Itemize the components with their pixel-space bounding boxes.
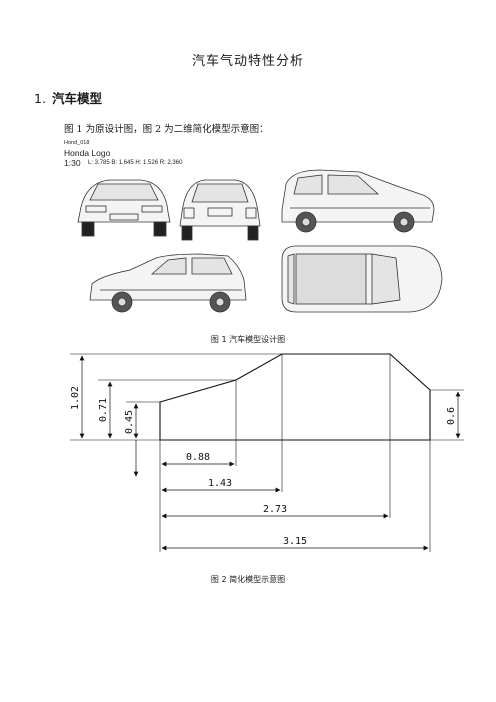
figure1-caption: 图 1 汽车模型设计图 bbox=[210, 335, 286, 344]
car-side-view-right bbox=[281, 169, 435, 233]
sheet-dimensions: L: 3.785 B: 1.645 H: 1.526 R: 2.360 bbox=[88, 160, 183, 166]
section-title: 汽车模型 bbox=[51, 91, 102, 106]
figure2-caption: 图 2 简化模型示意图 bbox=[210, 575, 286, 584]
height-label-2: 0.71 bbox=[98, 398, 109, 422]
section-number: 1. bbox=[34, 91, 46, 106]
simplified-model-diagram: 1.02 0.71 0.45 0.6 0.88 1.43 2.73 3.15 bbox=[70, 353, 464, 552]
height-label-4: 0.6 bbox=[446, 407, 457, 425]
length-label-1: 0.88 bbox=[186, 452, 210, 463]
section-heading: 1. 汽车模型 bbox=[34, 88, 102, 107]
sheet-make: Honda Logo bbox=[64, 148, 111, 158]
car-blueprint-figure bbox=[77, 169, 443, 313]
height-label-3: 0.45 bbox=[124, 410, 135, 434]
length-label-4: 3.15 bbox=[283, 536, 307, 547]
document-title: 汽车气动特性分析 bbox=[191, 54, 304, 69]
sheet-code: Hond_018 bbox=[64, 140, 90, 146]
length-label-2: 1.43 bbox=[208, 478, 232, 489]
car-front-view bbox=[77, 179, 171, 237]
car-rear-view bbox=[179, 179, 261, 241]
car-top-view bbox=[281, 245, 443, 313]
car-side-view-left bbox=[89, 253, 247, 313]
intro-paragraph: 图 1 为原设计图，图 2 为二维简化模型示意图： bbox=[64, 124, 269, 135]
height-label-1: 1.02 bbox=[70, 386, 81, 410]
sheet-scale: 1:30 bbox=[64, 158, 81, 168]
body-profile bbox=[159, 353, 431, 441]
length-label-3: 2.73 bbox=[263, 504, 287, 515]
